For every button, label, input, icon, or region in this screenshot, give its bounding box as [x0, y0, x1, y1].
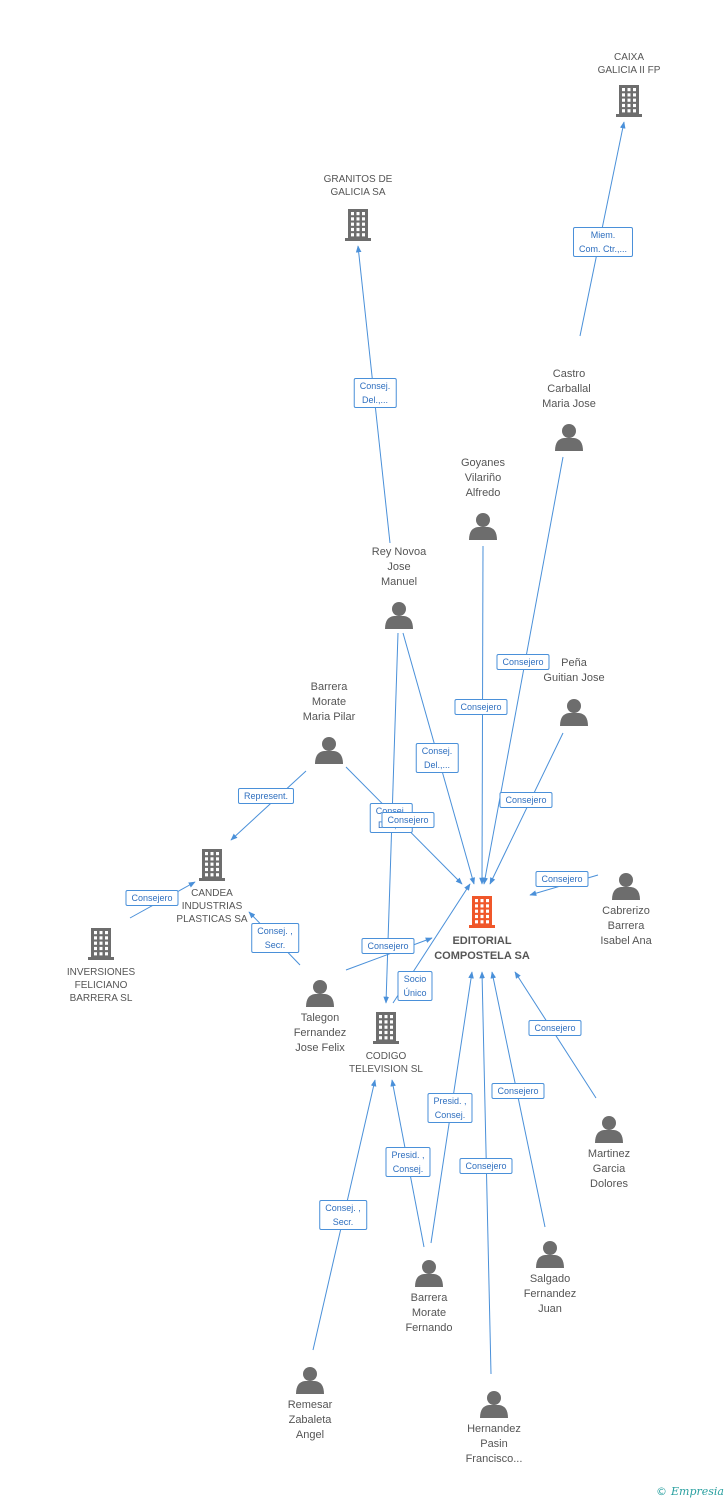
- person-icon[interactable]: [595, 1116, 623, 1143]
- edge-talegon-to-editorial: [345, 937, 433, 971]
- edge-salgado-to-editorial: [490, 971, 546, 1228]
- person-icon[interactable]: [536, 1241, 564, 1268]
- edge-label[interactable]: Presid. , Consej.: [385, 1147, 431, 1177]
- edge-label[interactable]: Consejero: [454, 699, 508, 715]
- building-icon[interactable]: [373, 1012, 399, 1044]
- edge-label[interactable]: Consejero: [361, 938, 415, 954]
- building-icon[interactable]: [199, 849, 225, 881]
- edge-pena-to-editorial: [489, 732, 564, 885]
- footer-brand: © Empresia: [656, 1485, 724, 1498]
- edge-barrera_mp-to-candea: [230, 770, 307, 841]
- node-label-remesar[interactable]: Remesar Zabaleta Angel: [287, 1399, 333, 1441]
- edge-label[interactable]: Consej. , Secr.: [251, 923, 299, 953]
- person-icon[interactable]: [612, 873, 640, 900]
- building-icon[interactable]: [345, 209, 371, 241]
- building-icon[interactable]: [88, 928, 114, 960]
- person-icon[interactable]: [315, 737, 343, 764]
- edge-label[interactable]: Consej. Del.,...: [353, 378, 397, 408]
- edge-label[interactable]: Consejero: [535, 871, 589, 887]
- edge-label[interactable]: Presid. , Consej.: [427, 1093, 473, 1123]
- node-label-candea[interactable]: CANDEA INDUSTRIAS PLASTICAS SA: [176, 888, 248, 925]
- node-label-codigo[interactable]: CODIGO TELEVISION SL: [349, 1051, 423, 1075]
- edge-castro-to-editorial: [482, 456, 564, 885]
- node-label-barrera_mp[interactable]: Barrera Morate Maria Pilar: [302, 681, 356, 723]
- edge-label[interactable]: Consejero: [499, 792, 553, 808]
- node-label-rey[interactable]: Rey Novoa Jose Manuel: [371, 546, 427, 588]
- node-label-editorial[interactable]: EDITORIAL COMPOSTELA SA: [434, 935, 530, 962]
- person-icon[interactable]: [415, 1260, 443, 1287]
- node-label-granitos[interactable]: GRANITOS DE GALICIA SA: [323, 174, 393, 198]
- node-label-goyanes[interactable]: Goyanes Vilariño Alfredo: [460, 457, 506, 499]
- person-icon[interactable]: [560, 699, 588, 726]
- edge-label[interactable]: Consejero: [496, 654, 550, 670]
- person-icon[interactable]: [306, 980, 334, 1007]
- brand-name: Empresia: [671, 1485, 724, 1498]
- person-icon[interactable]: [469, 513, 497, 540]
- building-icon[interactable]: [616, 85, 642, 117]
- edge-label[interactable]: Consejero: [528, 1020, 582, 1036]
- node-label-cabrerizo[interactable]: Cabrerizo Barrera Isabel Ana: [600, 905, 652, 947]
- node-label-caixa[interactable]: CAIXA GALICIA II FP: [597, 52, 661, 76]
- person-icon[interactable]: [296, 1367, 324, 1394]
- edge-label[interactable]: Socio Único: [397, 971, 433, 1001]
- edge-label[interactable]: Consej. , Secr.: [319, 1200, 367, 1230]
- node-label-inversiones[interactable]: INVERSIONES FELICIANO BARRERA SL: [66, 967, 136, 1004]
- node-label-talegon[interactable]: Talegon Fernandez Jose Felix: [293, 1012, 347, 1054]
- node-label-martinez[interactable]: Martinez Garcia Dolores: [587, 1148, 631, 1190]
- node-label-barrera_f[interactable]: Barrera Morate Fernando: [405, 1292, 453, 1334]
- edge-label[interactable]: Consejero: [381, 812, 435, 828]
- building-icon[interactable]: [469, 896, 495, 928]
- edge-label[interactable]: Represent.: [237, 788, 295, 804]
- edge-label[interactable]: Miem. Com. Ctr.,...: [572, 227, 634, 257]
- edge-label[interactable]: Consejero: [125, 890, 179, 906]
- person-icon[interactable]: [480, 1391, 508, 1418]
- edge-goyanes-to-editorial: [479, 545, 485, 885]
- node-label-salgado[interactable]: Salgado Fernandez Juan: [523, 1273, 577, 1315]
- copyright-symbol: ©: [656, 1485, 667, 1498]
- node-label-castro[interactable]: Castro Carballal Maria Jose: [542, 368, 596, 410]
- node-label-hernandez[interactable]: Hernandez Pasin Francisco...: [465, 1423, 523, 1465]
- edge-label[interactable]: Consejero: [491, 1083, 545, 1099]
- edge-label[interactable]: Consejero: [459, 1158, 513, 1174]
- edge-label[interactable]: Consej. Del.,...: [415, 743, 459, 773]
- node-label-pena[interactable]: Peña Guitian Jose: [543, 657, 605, 684]
- person-icon[interactable]: [385, 602, 413, 629]
- person-icon[interactable]: [555, 424, 583, 451]
